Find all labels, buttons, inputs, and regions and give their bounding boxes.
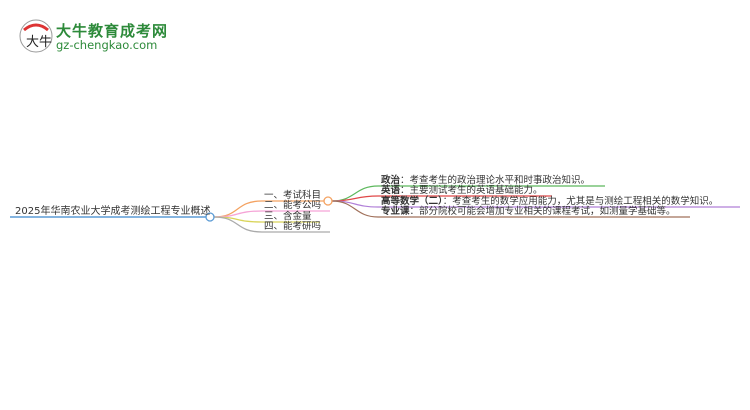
leaf-english: 英语：主要测试考生的英语基础能力。 xyxy=(381,185,543,196)
branch-node-circle xyxy=(323,196,333,206)
root-label: 2025年华南农业大学成考测绘工程专业概述 xyxy=(15,206,211,217)
leaf-text: ：考查考生的政治理论水平和时事政治知识。 xyxy=(400,175,591,186)
branch-exam-subjects: 一、考试科目 xyxy=(264,190,322,201)
svg-text:大牛: 大牛 xyxy=(26,35,52,50)
logo-url: gz-chengkao.com xyxy=(56,38,158,52)
leaf-title: 高等数学（二） xyxy=(381,196,443,207)
branch-line-4 xyxy=(213,216,330,233)
branch-civil-service: 二、能考公吗 xyxy=(264,200,322,211)
leaf-major: 专业课：部分院校可能会增加专业相关的课程考试，如测量学基础等。 xyxy=(381,206,676,217)
leaf-title: 政治 xyxy=(381,175,401,186)
leaf-politics: 政治：考查考生的政治理论水平和时事政治知识。 xyxy=(381,175,590,186)
logo-name: 大牛教育成考网 xyxy=(56,22,169,40)
branch-value: 三、含金量 xyxy=(264,211,312,222)
leaf-text: ：部分院校可能会增加专业相关的课程考试，如测量学基础等。 xyxy=(409,206,676,217)
leaf-text: ：考查考生的数学应用能力，尤其是与测绘工程相关的数学知识。 xyxy=(442,196,719,207)
leaf-title: 专业课 xyxy=(381,206,410,217)
branch-postgrad: 四、能考研吗 xyxy=(264,221,322,232)
leaf-title: 英语 xyxy=(381,185,401,196)
root-node-circle xyxy=(205,212,215,222)
logo-icon: 大牛 xyxy=(18,18,54,58)
leaf-text: ：主要测试考生的英语基础能力。 xyxy=(400,185,543,196)
leaf-line-4 xyxy=(331,200,690,218)
leaf-math: 高等数学（二）：考查考生的数学应用能力，尤其是与测绘工程相关的数学知识。 xyxy=(381,196,718,207)
